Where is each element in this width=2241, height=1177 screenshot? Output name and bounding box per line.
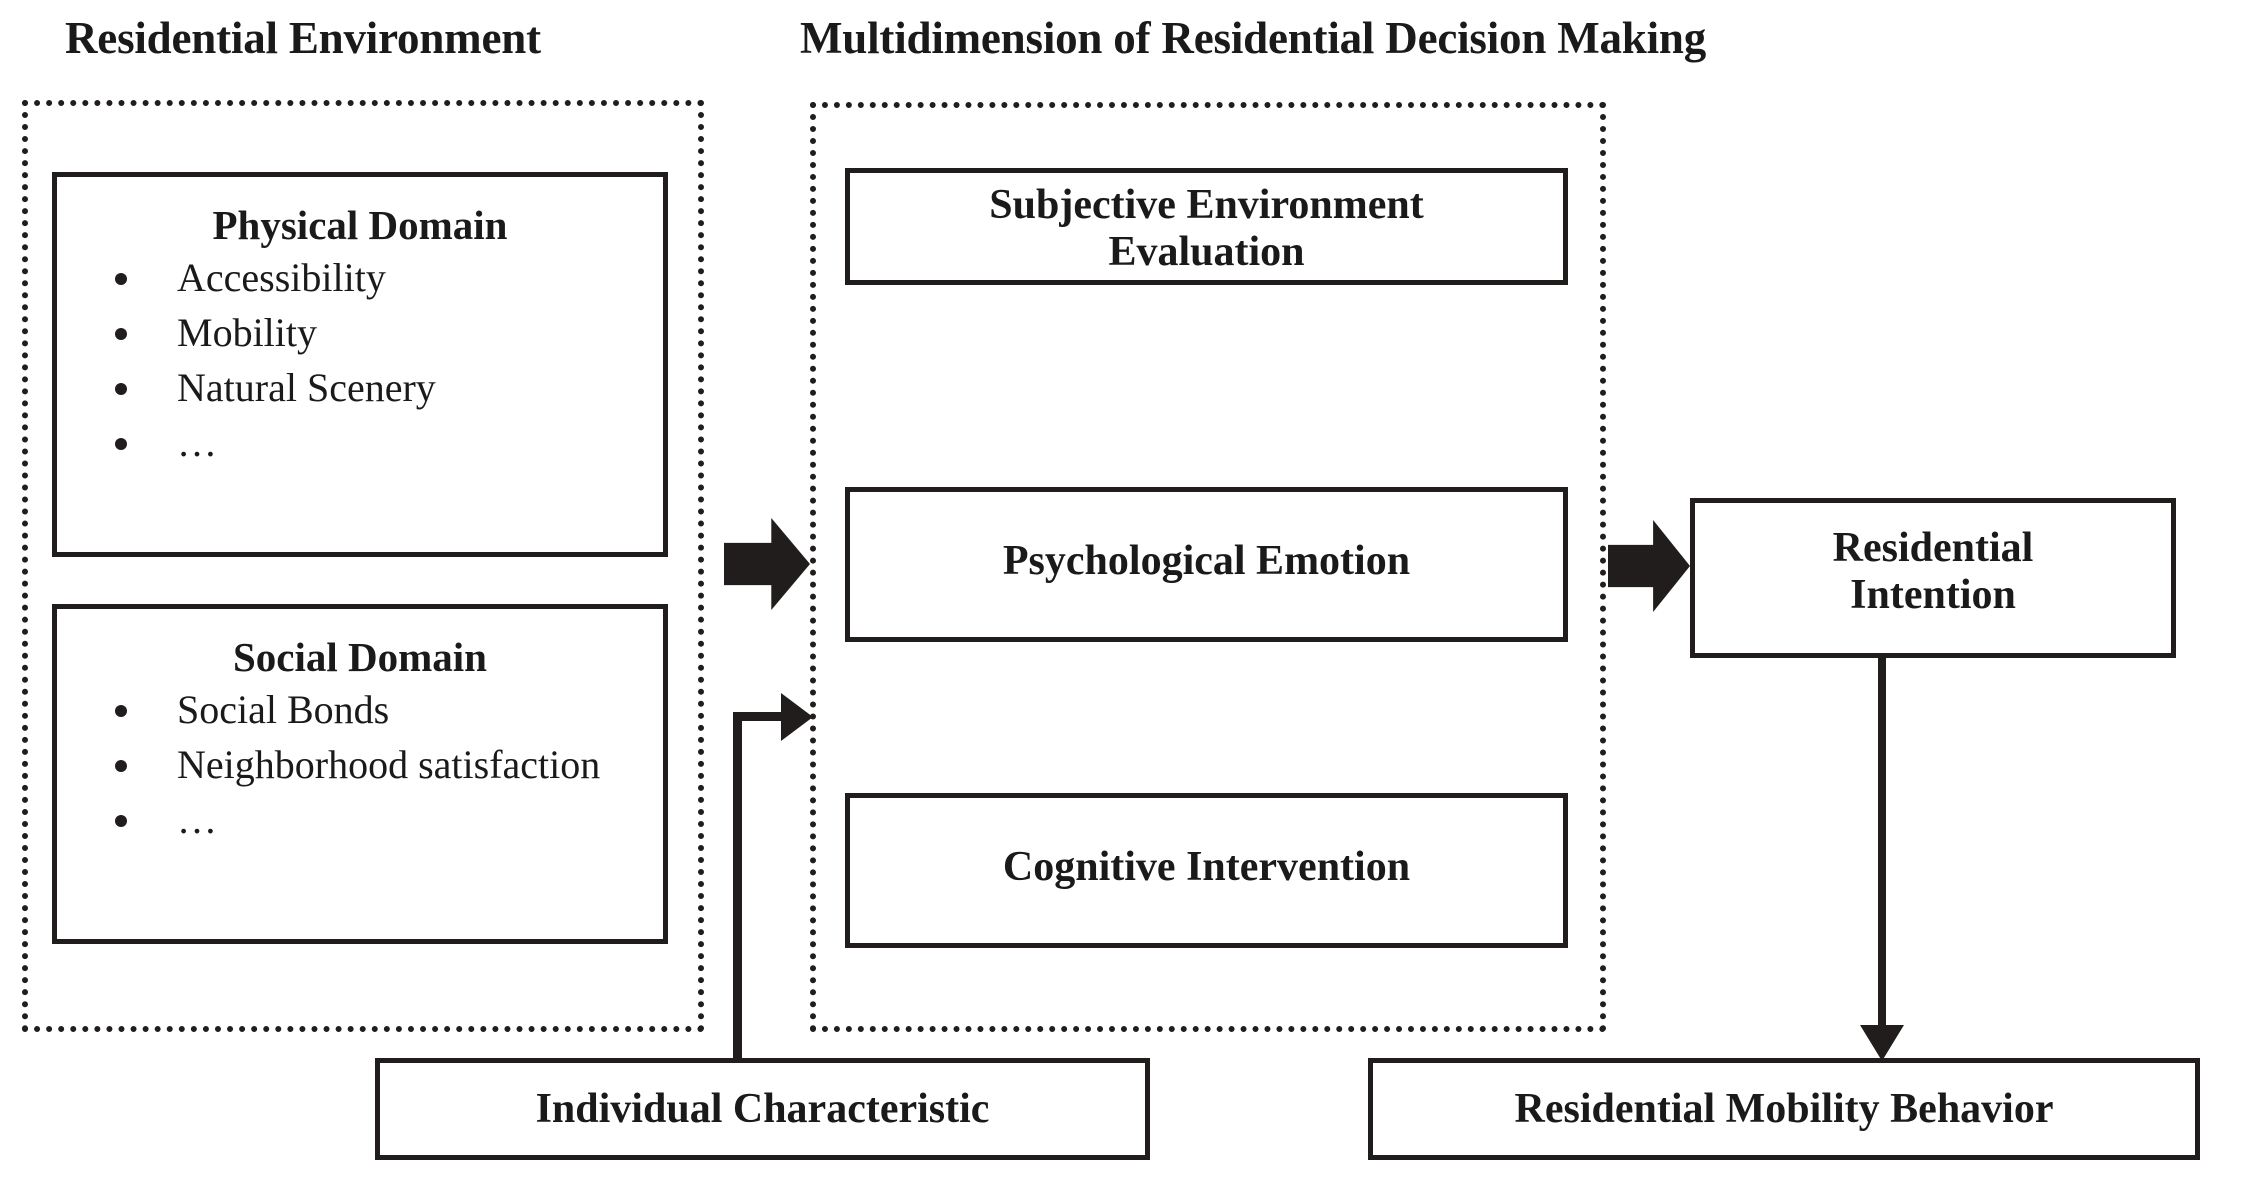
box-cognitive-intervention[interactable]: Cognitive Intervention [845,793,1568,948]
list-item: Accessibility [109,255,645,301]
card-physical-domain-title: Physical Domain [212,202,508,248]
box-psychological-emotion-label: Psychological Emotion [1002,538,1411,584]
arrowhead-right-icon [781,693,813,741]
connector-line-individual-vertical [733,712,742,1060]
card-social-domain-list: Social Bonds Neighborhood satisfaction … [57,687,663,843]
column-title-multidimension: Multidimension of Residential Decision M… [800,13,1707,63]
box-cognitive-intervention-label: Cognitive Intervention [1002,844,1411,890]
box-residential-mobility-behavior[interactable]: Residential Mobility Behavior [1368,1058,2200,1160]
card-physical-domain-list: Accessibility Mobility Natural Scenery … [57,255,663,466]
connector-line-individual-horizontal [733,712,795,721]
group-multidimension [810,102,1606,1032]
box-residential-mobility-behavior-label: Residential Mobility Behavior [1514,1086,2054,1132]
box-residential-intention-label: Residential Intention [1832,525,2034,619]
box-subjective-environment-evaluation[interactable]: Subjective Environment Evaluation [845,168,1568,285]
box-individual-characteristic[interactable]: Individual Characteristic [375,1058,1150,1160]
list-item: Neighborhood satisfaction [109,742,645,788]
card-social-domain-title: Social Domain [233,634,487,680]
box-residential-intention[interactable]: Residential Intention [1690,498,2176,658]
block-arrow-right-icon [1608,520,1690,612]
card-social-domain[interactable]: Social Domain Social Bonds Neighborhood … [52,604,668,944]
card-physical-domain[interactable]: Physical Domain Accessibility Mobility N… [52,172,668,557]
block-arrow-right-icon [724,518,810,610]
list-item: Mobility [109,310,645,356]
arrowhead-down-icon [1860,1025,1904,1061]
list-item: Natural Scenery [109,365,645,411]
box-psychological-emotion[interactable]: Psychological Emotion [845,487,1568,642]
column-title-residential-environment: Residential Environment [65,13,541,63]
list-item: Social Bonds [109,687,645,733]
connector-line-intention-vertical [1878,655,1886,1033]
list-item: … [109,797,645,843]
box-individual-characteristic-label: Individual Characteristic [535,1086,990,1132]
box-subjective-environment-evaluation-label: Subjective Environment Evaluation [989,182,1424,276]
list-item: … [109,420,645,466]
group-residential-environment [22,100,704,1032]
